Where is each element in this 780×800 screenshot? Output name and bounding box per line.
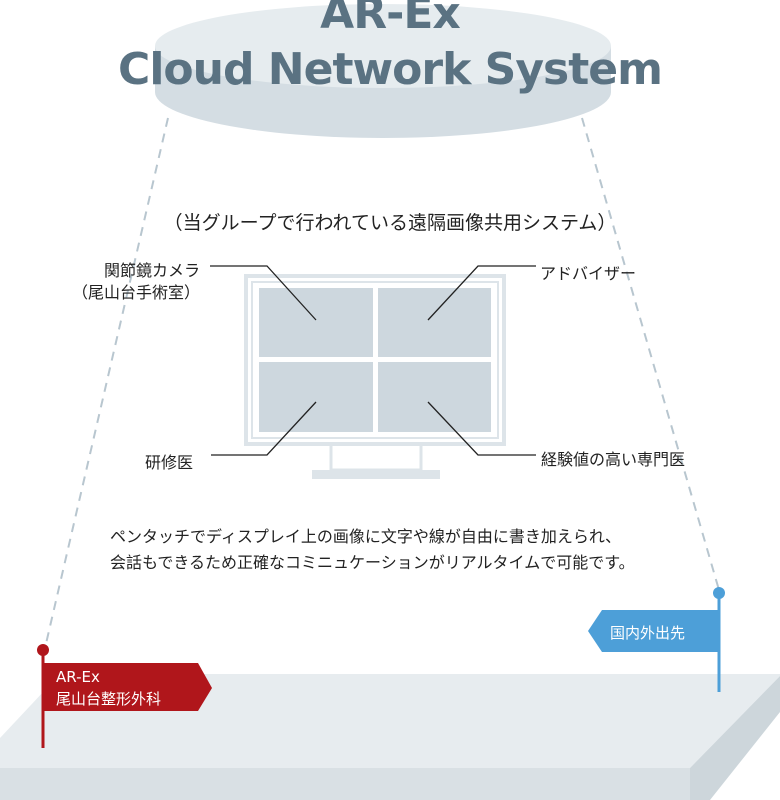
flag-left-banner: [43, 663, 212, 711]
label-arthroscope-camera: 関節鏡カメラ （尾山台手術室）: [72, 260, 201, 304]
beam-line-right: [581, 117, 720, 591]
screen-pane-bottom-right: [378, 362, 491, 432]
description-line1: ペンタッチでディスプレイ上の画像に文字や線が自由に書き加えられ、: [110, 527, 622, 546]
monitor-icon: [244, 274, 506, 479]
leader-line-resident: [211, 401, 317, 456]
screen-pane-bottom-left: [259, 362, 373, 432]
monitor-base: [312, 470, 440, 479]
title-line-2: Cloud Network System: [118, 44, 663, 95]
label-advisor: アドバイザー: [540, 264, 637, 283]
platform-front: [0, 768, 690, 800]
flag-right-banner: [588, 610, 719, 652]
label-camera-line1: 関節鏡カメラ: [104, 261, 201, 280]
label-specialist: 経験値の高い専門医: [541, 450, 686, 469]
beam-line-left: [44, 117, 169, 649]
description-line2: 会話もできるため正確なコミニュケーションがリアルタイムで可能です。: [110, 553, 635, 572]
description: ペンタッチでディスプレイ上の画像に文字や線が自由に書き加えられ、 会話もできるた…: [110, 524, 635, 576]
flag-left-label-line2: 尾山台整形外科: [56, 690, 162, 708]
leader-line-camera: [210, 265, 317, 321]
platform-side: [690, 676, 780, 800]
monitor-neck: [329, 442, 423, 472]
cloud-disk-top: [155, 4, 611, 88]
screen-pane-top-left: [259, 288, 373, 357]
title-line-1: AR-Ex: [320, 0, 461, 39]
screen-pane-top-right: [378, 288, 491, 357]
flag-right-label: 国内外出先: [610, 624, 686, 642]
subtitle: （当グループで行われている遠隔画像共用システム）: [163, 212, 617, 234]
flag-pole-left-top: [37, 644, 49, 656]
flag-left-label-line1: AR-Ex: [56, 668, 100, 686]
label-resident: 研修医: [145, 453, 194, 472]
flag-pole-right-top: [713, 587, 725, 599]
leader-line-specialist: [427, 401, 536, 456]
leader-line-advisor: [427, 265, 536, 321]
label-camera-line2: （尾山台手術室）: [72, 283, 201, 302]
